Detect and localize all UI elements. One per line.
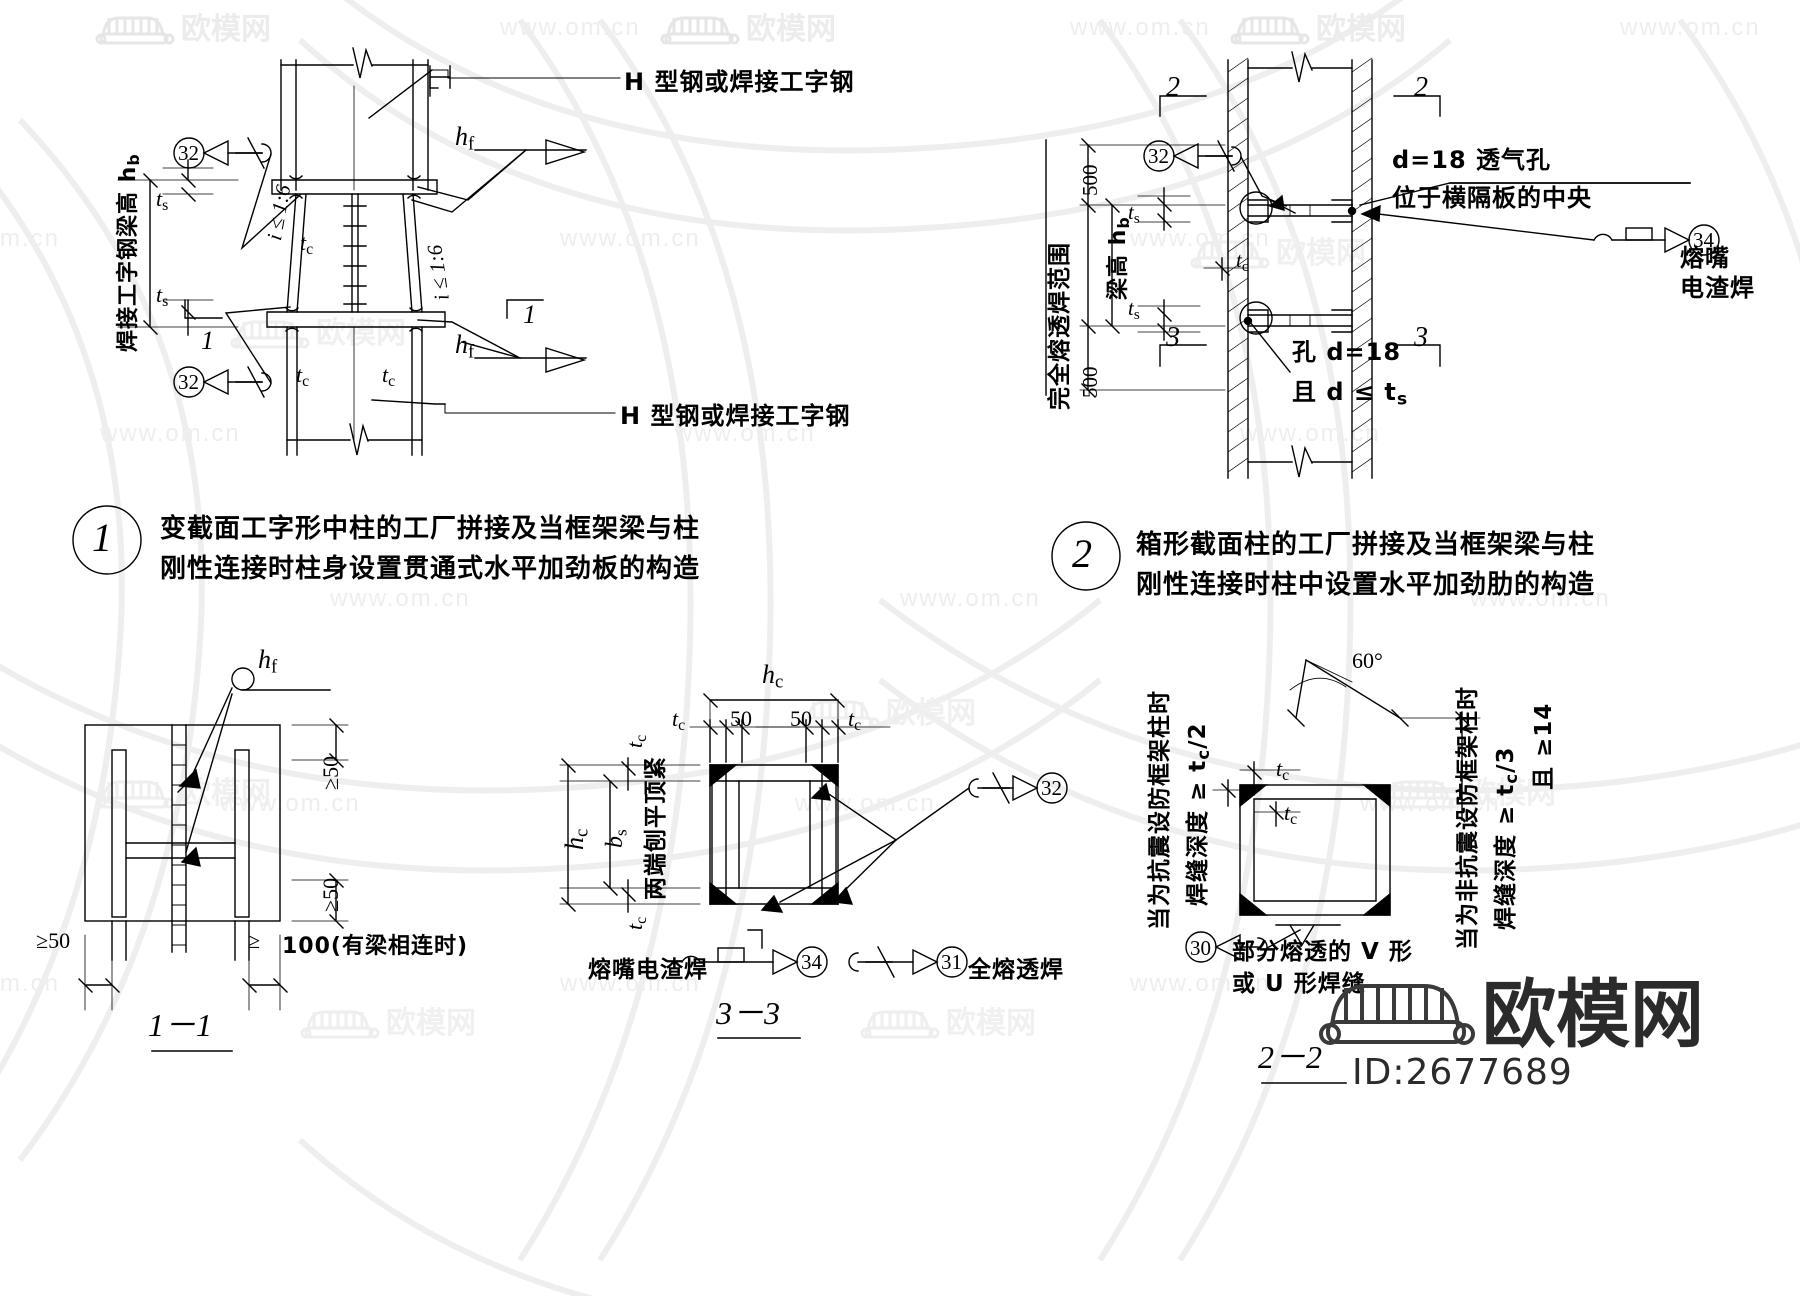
detail1-bottom-note: H 型钢或焊接工字钢 [620,402,851,430]
detail2-number: 2 [1072,531,1092,576]
section-3-3-title: 3－3 [716,995,781,1031]
section-3-3-dim-50-right: 50 [790,706,812,731]
detail1-tc-right-label: tc [382,362,396,390]
section-3-3-balloon-31: 31 [941,950,962,974]
detail1-caption-line1: 变截面工字形中柱的工厂拼接及当框架梁与柱 [160,514,701,544]
section-1-1-dim-ge100-value: 100(有梁相连时) [282,934,469,959]
detail1-section-mark-right: 1 [523,300,536,329]
section-2-2-weld-note-1: 部分熔透的 V 形 [1232,939,1413,965]
detail1-section-mark-left: 1 [201,326,214,355]
detail2-beam-height-label: 梁高 hb [1106,216,1133,300]
detail2-ts-top-label: ts [1128,200,1140,227]
detail2-vent-hole-position-label: 位于横隔板的中央 [1392,184,1592,212]
section-3-3-dim-50-left: 50 [730,706,752,731]
section-2-2-and-ge14-note: 且 ≥14 [1531,702,1557,790]
detail2-tc-label: tc [1236,248,1249,275]
section-3-3-tc-top-right-label: tc [848,706,862,734]
detail1-hf-top-label: hf [455,122,475,155]
detail2-balloon-34: 34 [1693,228,1714,252]
section-2-2-angle-label: 60° [1352,648,1383,673]
detail2-section-mark-3-left: 3 [1166,322,1180,353]
section-3-3-tc-top-left-label: tc [672,706,686,734]
section-1-1-dim-ge50-left: ≥50 [36,928,71,953]
section-2-2-tc-top-label: tc [1276,756,1290,784]
section-3-3-hc-left-label: hc [560,828,593,850]
section-3-3-full-penetration-label: 全熔透焊 [968,957,1064,983]
detail2-electroslag-label-2: 电渣焊 [1680,274,1755,302]
detail2-section-mark-2-left: 2 [1166,72,1180,103]
detail2-section-mark-2-right: 2 [1414,72,1428,103]
section-3-3-balloon-34: 34 [801,950,822,974]
detail1-beam-height-label: 焊接工字钢梁高 hb [116,153,143,352]
detail1-tc-left-label: tc [296,362,310,390]
section-2-2-balloon-30: 30 [1190,936,1211,960]
detail1-tc-mid-label: tc [300,230,314,258]
detail2-caption-line1: 箱形截面柱的工厂拼接及当框架梁与柱 [1136,530,1596,560]
detail1-balloon-32-bottom: 32 [178,370,199,394]
section-3-3-hc-top-label: hc [762,660,784,693]
section-2-2-seismic-note-2: 焊缝深度 ≥ tc/2 [1185,722,1214,907]
section-2-2-seismic-note-1: 当为抗震设防框架柱时 [1147,690,1173,930]
section-2-2-nonseismic-note-2: 焊缝深度 ≥ tc/3 [1493,746,1522,931]
detail2-electroslag-label-1: 熔嘴 [1680,244,1730,272]
detail1-number: 1 [92,515,112,560]
detail1-ts-bottom-label: ts [156,282,169,310]
section-3-3-stiffener-note: 两端刨平顶紧 [643,756,669,900]
detail1-caption-line2: 刚性连接时柱身设置贯通式水平加劲板的构造 [160,554,701,584]
section-1-1-hf-label: hf [258,645,278,678]
section-2-2-title: 2－2 [1258,1039,1323,1075]
section-3-3-balloon-32: 32 [1041,776,1062,800]
section-1-1-dim-ge100: ≥ [248,928,261,953]
image-id-label: ID:2677689 [1352,1052,1573,1093]
section-2-2-tc-inner-label: tc [1284,800,1298,828]
section-2-2-nonseismic-note-1: 当为非抗震设防框架柱时 [1455,686,1481,950]
section-1-1-dim-ge50-top: ≥50 [318,755,343,790]
detail2-dim-500-bottom: 500 [1078,366,1102,399]
detail2-section-mark-3-right: 3 [1414,322,1428,353]
detail1-balloon-32-top: 32 [178,141,199,165]
detail1-ts-top-label: ts [156,186,169,214]
detail2-vent-hole-label: d=18 透气孔 [1392,146,1552,174]
detail2-hole-note-2: 且 d ≤ ts [1292,378,1409,410]
detail2-balloon-32: 32 [1148,144,1169,168]
detail2-dim-500-top: 500 [1078,164,1102,197]
section-3-3-electroslag-label: 熔嘴电渣焊 [588,957,708,983]
section-3-3-tc-left-bottom-label: tc [622,916,650,930]
detail2-full-penetration-range-label: 完全熔透焊范围 [1047,242,1073,410]
section-2-2-weld-note-2: 或 U 形焊缝 [1232,971,1366,997]
detail2-ts-bottom-label: ts [1128,296,1140,323]
section-3-3-tc-left-top-label: tc [622,734,650,748]
section-1-1-title: 1－1 [148,1007,213,1043]
detail2-caption-line2: 刚性连接时柱中设置水平加劲肋的构造 [1136,570,1596,600]
section-3-3-bs-label: bs [602,829,631,848]
section-1-1-dim-ge50-bottom: ≥50 [318,877,343,912]
detail2-hole-note-1: 孔 d=18 [1292,338,1402,366]
detail1-top-note: H 型钢或焊接工字钢 [624,68,855,96]
detail1-hf-bottom-label: hf [455,330,475,363]
